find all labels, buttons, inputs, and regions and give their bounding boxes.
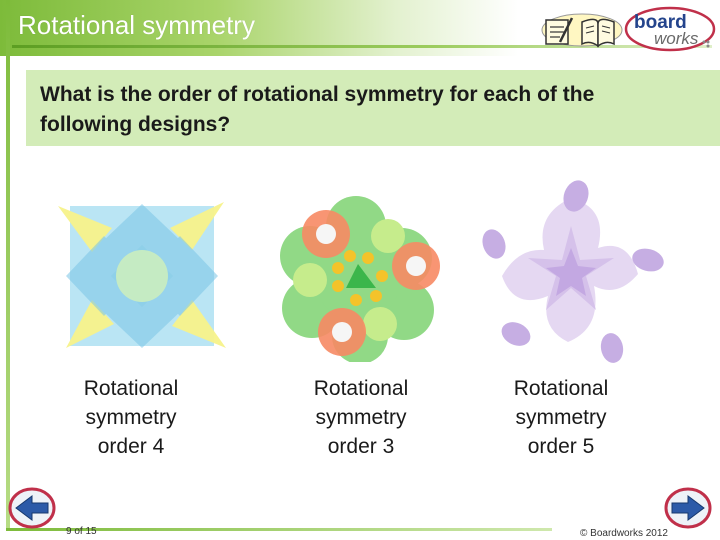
caption-design-2: Rotational symmetry order 3 (313, 377, 409, 458)
boardworks-logo: board works (624, 6, 716, 52)
prev-slide-button[interactable] (8, 486, 56, 530)
caption-design-1: Rotational symmetry order 4 (83, 377, 179, 458)
page-title: Rotational symmetry (18, 10, 255, 40)
page-number: 9 of 15 (66, 526, 97, 537)
svg-text:board: board (634, 12, 687, 33)
question-panel: What is the order of rotational symmetry… (26, 70, 720, 146)
arrow-right-icon (671, 495, 705, 521)
svg-text:works: works (654, 29, 699, 48)
bottom-border (6, 528, 552, 531)
copyright-notice: © Boardworks 2012 (580, 528, 668, 539)
square-star-design (58, 202, 226, 348)
books-icon (541, 13, 623, 48)
left-border (6, 0, 10, 530)
title-underline (12, 45, 712, 48)
arrow-left-icon (15, 495, 49, 521)
lilac-pinwheel-design (482, 180, 664, 363)
flower-rings-design (280, 196, 440, 362)
caption-design-3: Rotational symmetry order 5 (513, 377, 609, 458)
next-slide-button[interactable] (664, 486, 712, 530)
question-text: What is the order of rotational symmetry… (40, 83, 595, 136)
